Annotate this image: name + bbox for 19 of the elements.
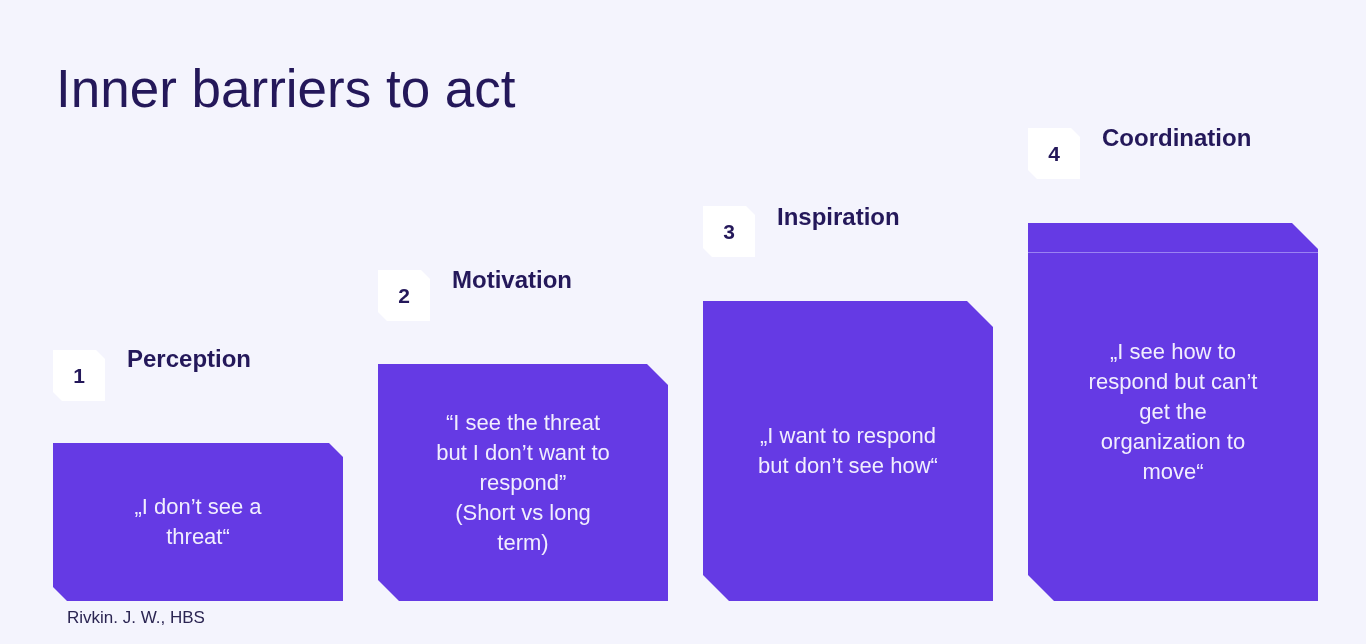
number-tile: 3: [703, 206, 755, 257]
step-box: [703, 301, 993, 601]
step-heading: Motivation: [452, 265, 572, 295]
number-tile: 4: [1028, 128, 1080, 179]
step-box: [53, 443, 343, 601]
source-note: Rivkin. J. W., HBS: [67, 607, 205, 629]
step-heading: Inspiration: [777, 202, 900, 232]
quote-text: „I don’t see a threat“: [133, 493, 263, 551]
number-tile: 1: [53, 350, 105, 401]
step-heading: Coordination: [1102, 123, 1252, 153]
quote-text: “I see the threat but I don’t want to respond”: [435, 408, 611, 497]
step-box: [1028, 223, 1318, 601]
note-text: (Short vs long term): [454, 498, 592, 557]
quote-text: „I see how to respond but can’t get the organization to move“: [1087, 338, 1259, 486]
quote-text: „I want to respond but don’t see how“: [757, 422, 939, 480]
slide-title: Inner barriers to act: [56, 58, 516, 120]
step-box: [378, 364, 668, 601]
step-heading: Perception: [127, 344, 252, 374]
number-tile: 2: [378, 270, 430, 321]
